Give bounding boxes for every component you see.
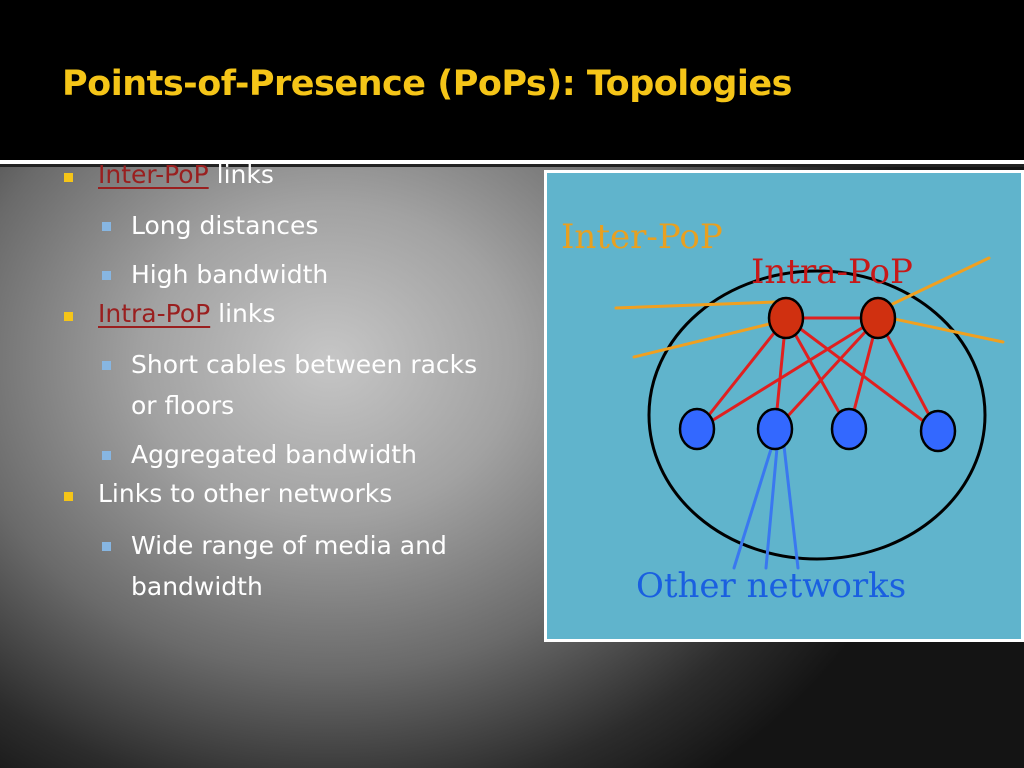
bullet-list: Inter-PoP links Long distances High band…	[64, 160, 478, 601]
bullet-intra-pop-suffix: links	[210, 299, 276, 328]
intra-pop-link-line	[695, 316, 788, 432]
title-bar	[0, 0, 1024, 160]
inter-pop-links	[614, 256, 1005, 359]
other-network-link-line	[732, 444, 774, 570]
bullet-square-icon	[64, 312, 73, 321]
intra-pop-link[interactable]: Intra-PoP	[98, 299, 211, 328]
inter-pop-link-line	[878, 314, 1005, 344]
diagram-panel	[544, 170, 1024, 642]
intra-pop-link-line	[773, 316, 880, 432]
sub-bullet-square-icon	[102, 542, 111, 551]
host-node	[919, 409, 957, 453]
intra-pop-link-line	[695, 316, 880, 432]
sub-bullet-wide-range-line1: Wide range of media and	[131, 531, 447, 560]
sub-bullet-wide-range-line2: bandwidth	[131, 572, 263, 601]
other-network-link-line	[764, 446, 779, 570]
host-node	[678, 407, 716, 451]
sub-bullet-aggregated-bandwidth: Aggregated bandwidth	[131, 440, 417, 469]
sub-bullet-high-bandwidth: High bandwidth	[131, 260, 329, 289]
inter-pop-link-line	[614, 300, 778, 310]
slide-title: Points-of-Presence (PoPs): Topologies	[62, 64, 792, 104]
title-divider	[0, 160, 1024, 164]
sub-bullet-short-cables-line1: Short cables between racks	[131, 350, 478, 379]
sub-bullet-square-icon	[102, 222, 111, 231]
sub-bullet-square-icon	[102, 361, 111, 370]
pop-boundary-ellipse	[647, 269, 987, 561]
sub-bullet-short-cables-line2: or floors	[131, 391, 235, 420]
router-node	[859, 296, 897, 340]
bullet-square-icon	[64, 173, 73, 182]
router-node	[767, 296, 805, 340]
sub-bullet-square-icon	[102, 271, 111, 280]
inter-pop-link[interactable]: Inter-PoP	[98, 160, 209, 189]
other-network-link-line	[782, 444, 800, 570]
bullet-other-networks: Links to other networks	[98, 479, 393, 508]
intra-pop-link-line	[784, 316, 851, 432]
host-node	[830, 407, 868, 451]
inter-pop-label: Inter-PoP	[561, 217, 723, 257]
sub-bullet-long-distances: Long distances	[131, 211, 319, 240]
host-node	[756, 407, 794, 451]
intra-pop-link-line	[876, 316, 940, 434]
pop-topology-diagram: Inter-PoP Intra-PoP Other networks	[544, 170, 1024, 642]
bullet-inter-pop-suffix: links	[208, 160, 274, 189]
title-divider-shadow	[0, 164, 1024, 167]
other-networks-label: Other networks	[636, 566, 906, 606]
bullet-square-icon	[64, 492, 73, 501]
inter-pop-link-line	[632, 318, 788, 359]
bullet-intra-pop: Intra-PoP links	[98, 299, 275, 328]
sub-bullet-square-icon	[102, 451, 111, 460]
intra-pop-label: Intra-PoP	[751, 252, 913, 292]
inter-pop-link-line	[878, 256, 991, 312]
bullet-inter-pop: Inter-PoP links	[98, 160, 274, 189]
other-network-links	[732, 444, 800, 570]
